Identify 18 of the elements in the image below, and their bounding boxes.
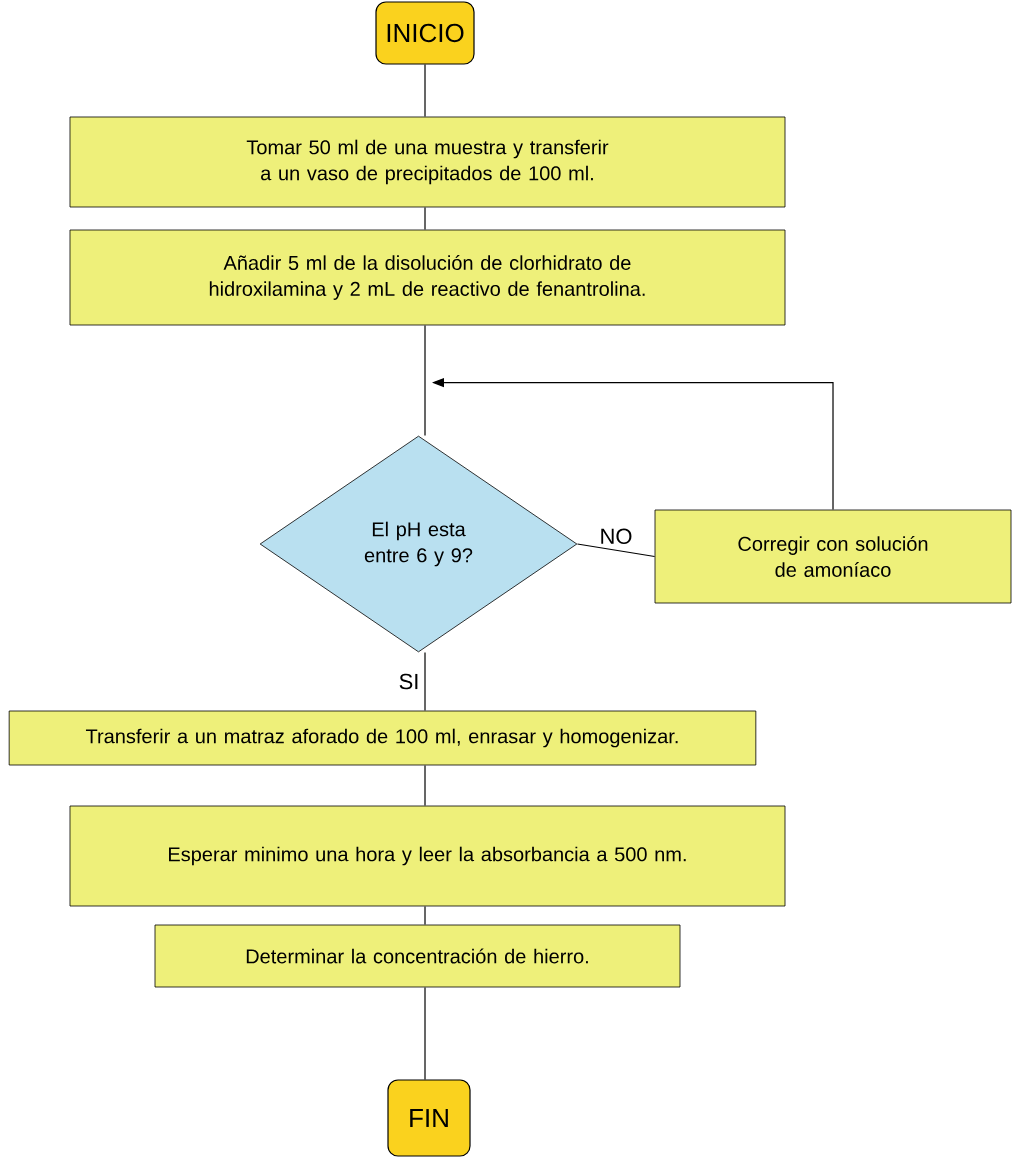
- edge-label: NO: [598, 527, 634, 546]
- connector-line: [424, 64, 426, 118]
- connector-line: [576, 543, 656, 558]
- process-box: Esperar minimo una hora y leer la absorbancia a 500 nm.: [69, 805, 786, 907]
- process-box: Determinar la concentración de hierro.: [154, 924, 681, 988]
- edge-label: SI: [397, 672, 421, 691]
- connector-line: [424, 324, 426, 437]
- process-box: Tomar 50 ml de una muestra y transferir a un vaso de precipitados de 100 ml.: [69, 116, 786, 208]
- connector-line: [424, 986, 426, 1080]
- connector-line: [424, 206, 426, 231]
- connector-line: [424, 764, 426, 807]
- connector-line: [424, 651, 426, 712]
- process-box: Transferir a un matraz aforado de 100 ml, enrasar y homogenizar.: [8, 710, 757, 766]
- process-box: Corregir con solución de amoníaco: [654, 509, 1012, 604]
- process-box: Añadir 5 ml de la disolución de clorhidrato de hidroxilamina y 2 mL de reactivo de fenantrolina.: [69, 229, 786, 326]
- connector-line: [424, 905, 426, 926]
- terminal-box: INICIO: [375, 1, 475, 65]
- terminal-box: FIN: [387, 1079, 471, 1157]
